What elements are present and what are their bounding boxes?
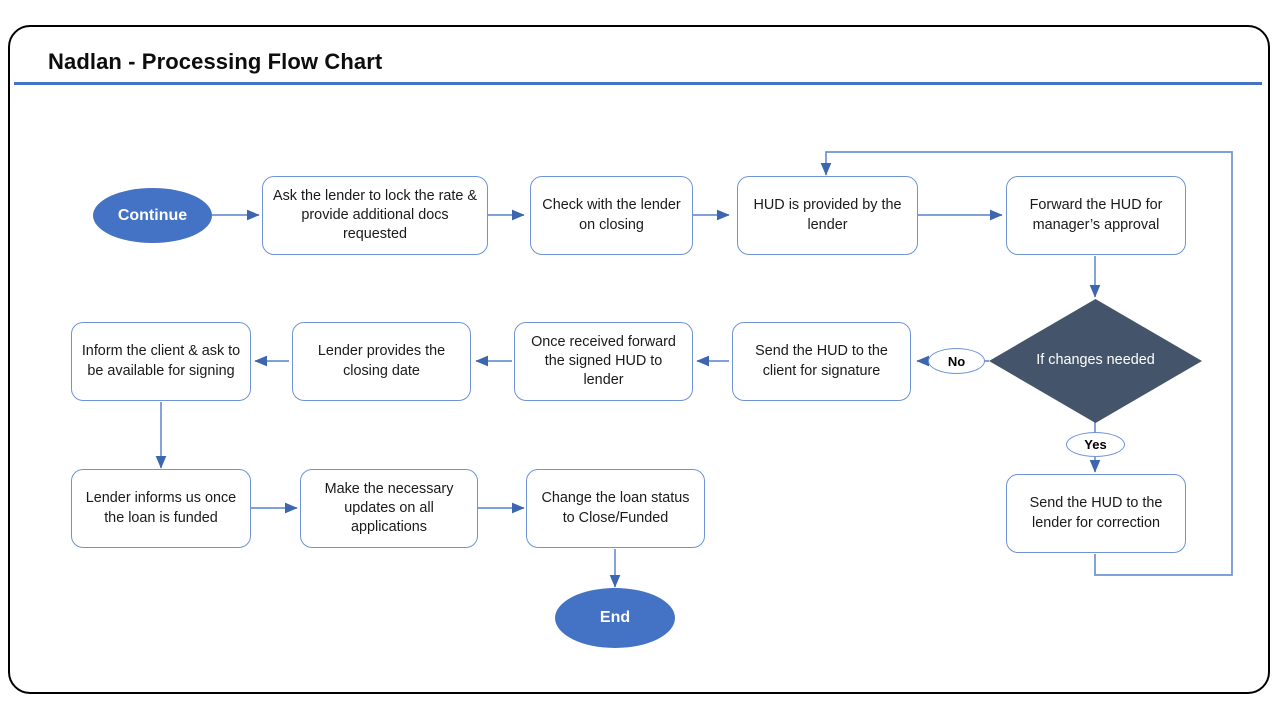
node-inform-client-available-for-signing[interactable]: Inform the client & ask to be available … (71, 322, 251, 401)
node-label: If changes needed (1036, 352, 1155, 369)
node-label: Change the loan status to Close/Funded (541, 490, 690, 526)
node-make-updates-on-applications[interactable]: Make the necessary updates on all applic… (300, 469, 478, 548)
node-change-loan-status[interactable]: Change the loan status to Close/Funded (526, 469, 705, 548)
title-underline-rule (14, 82, 1262, 85)
node-label: Continue (117, 206, 188, 224)
node-ask-lender-lock-rate[interactable]: Ask the lender to lock the rate & provid… (262, 176, 488, 255)
node-label: Check with the lender on closing (542, 197, 681, 233)
branch-label-no: No (928, 348, 985, 374)
node-label: Forward the HUD for manager’s approval (1029, 197, 1163, 233)
edge-correction-loop-back (820, 151, 1233, 576)
node-send-hud-to-lender-for-correction[interactable]: Send the HUD to the lender for correctio… (1006, 474, 1186, 553)
node-label: End (599, 609, 631, 626)
page-title: Nadlan - Processing Flow Chart (48, 49, 383, 74)
node-lender-informs-loan-funded[interactable]: Lender informs us once the loan is funde… (71, 469, 251, 548)
branch-label-yes: Yes (1066, 432, 1125, 457)
node-label: Lender informs us once the loan is funde… (85, 490, 237, 526)
node-lender-provides-closing-date[interactable]: Lender provides the closing date (292, 322, 471, 401)
node-label: Ask the lender to lock the rate & provid… (273, 187, 477, 242)
node-label: Make the necessary updates on all applic… (324, 480, 454, 535)
branch-label-text: Yes (1084, 437, 1107, 452)
node-label: Once received forward the signed HUD to … (531, 333, 676, 388)
node-hud-provided-by-lender[interactable]: HUD is provided by the lender (737, 176, 918, 255)
node-start-continue[interactable]: Continue (93, 188, 212, 243)
node-label: Send the HUD to the lender for correctio… (1029, 495, 1163, 531)
branch-label-text: No (947, 353, 966, 369)
node-label: Send the HUD to the client for signature (755, 343, 888, 379)
node-label: HUD is provided by the lender (753, 197, 902, 233)
node-label: Inform the client & ask to be available … (81, 343, 241, 379)
node-decision-if-changes-needed[interactable]: If changes needed (989, 299, 1202, 423)
node-forward-hud-for-approval[interactable]: Forward the HUD for manager’s approval (1006, 176, 1186, 255)
node-label: Lender provides the closing date (317, 343, 446, 379)
node-check-with-lender-on-closing[interactable]: Check with the lender on closing (530, 176, 693, 255)
node-send-hud-to-client-for-signature[interactable]: Send the HUD to the client for signature (732, 322, 911, 401)
node-forward-signed-hud-to-lender[interactable]: Once received forward the signed HUD to … (514, 322, 693, 401)
node-end[interactable]: End (555, 588, 675, 648)
